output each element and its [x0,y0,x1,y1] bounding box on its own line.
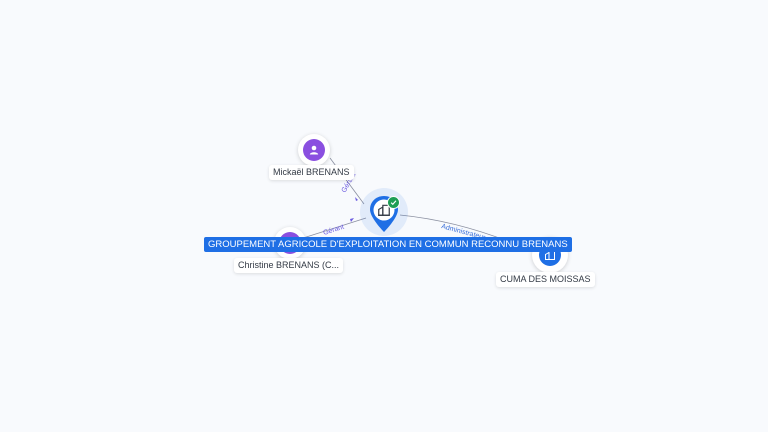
edge-arrow-mickael [355,197,358,201]
node-label-cuma[interactable]: CUMA DES MOISSAS [496,272,595,287]
verified-badge [387,196,400,209]
edge-christine-main [299,217,367,240]
node-mickael[interactable] [298,134,330,166]
check-icon [390,200,397,206]
edge-label-christine: Gérant [322,224,345,237]
node-label-mickael[interactable]: Mickaël BRENANS [269,165,354,180]
avatar [303,139,325,161]
person-icon [309,145,319,155]
node-label-christine[interactable]: Christine BRENANS (C... [234,258,344,273]
node-label-main-company[interactable]: GROUPEMENT AGRICOLE D'EXPLOITATION EN CO… [204,237,572,252]
node-main-company[interactable] [360,188,408,236]
edge-arrow-christine [350,218,354,222]
